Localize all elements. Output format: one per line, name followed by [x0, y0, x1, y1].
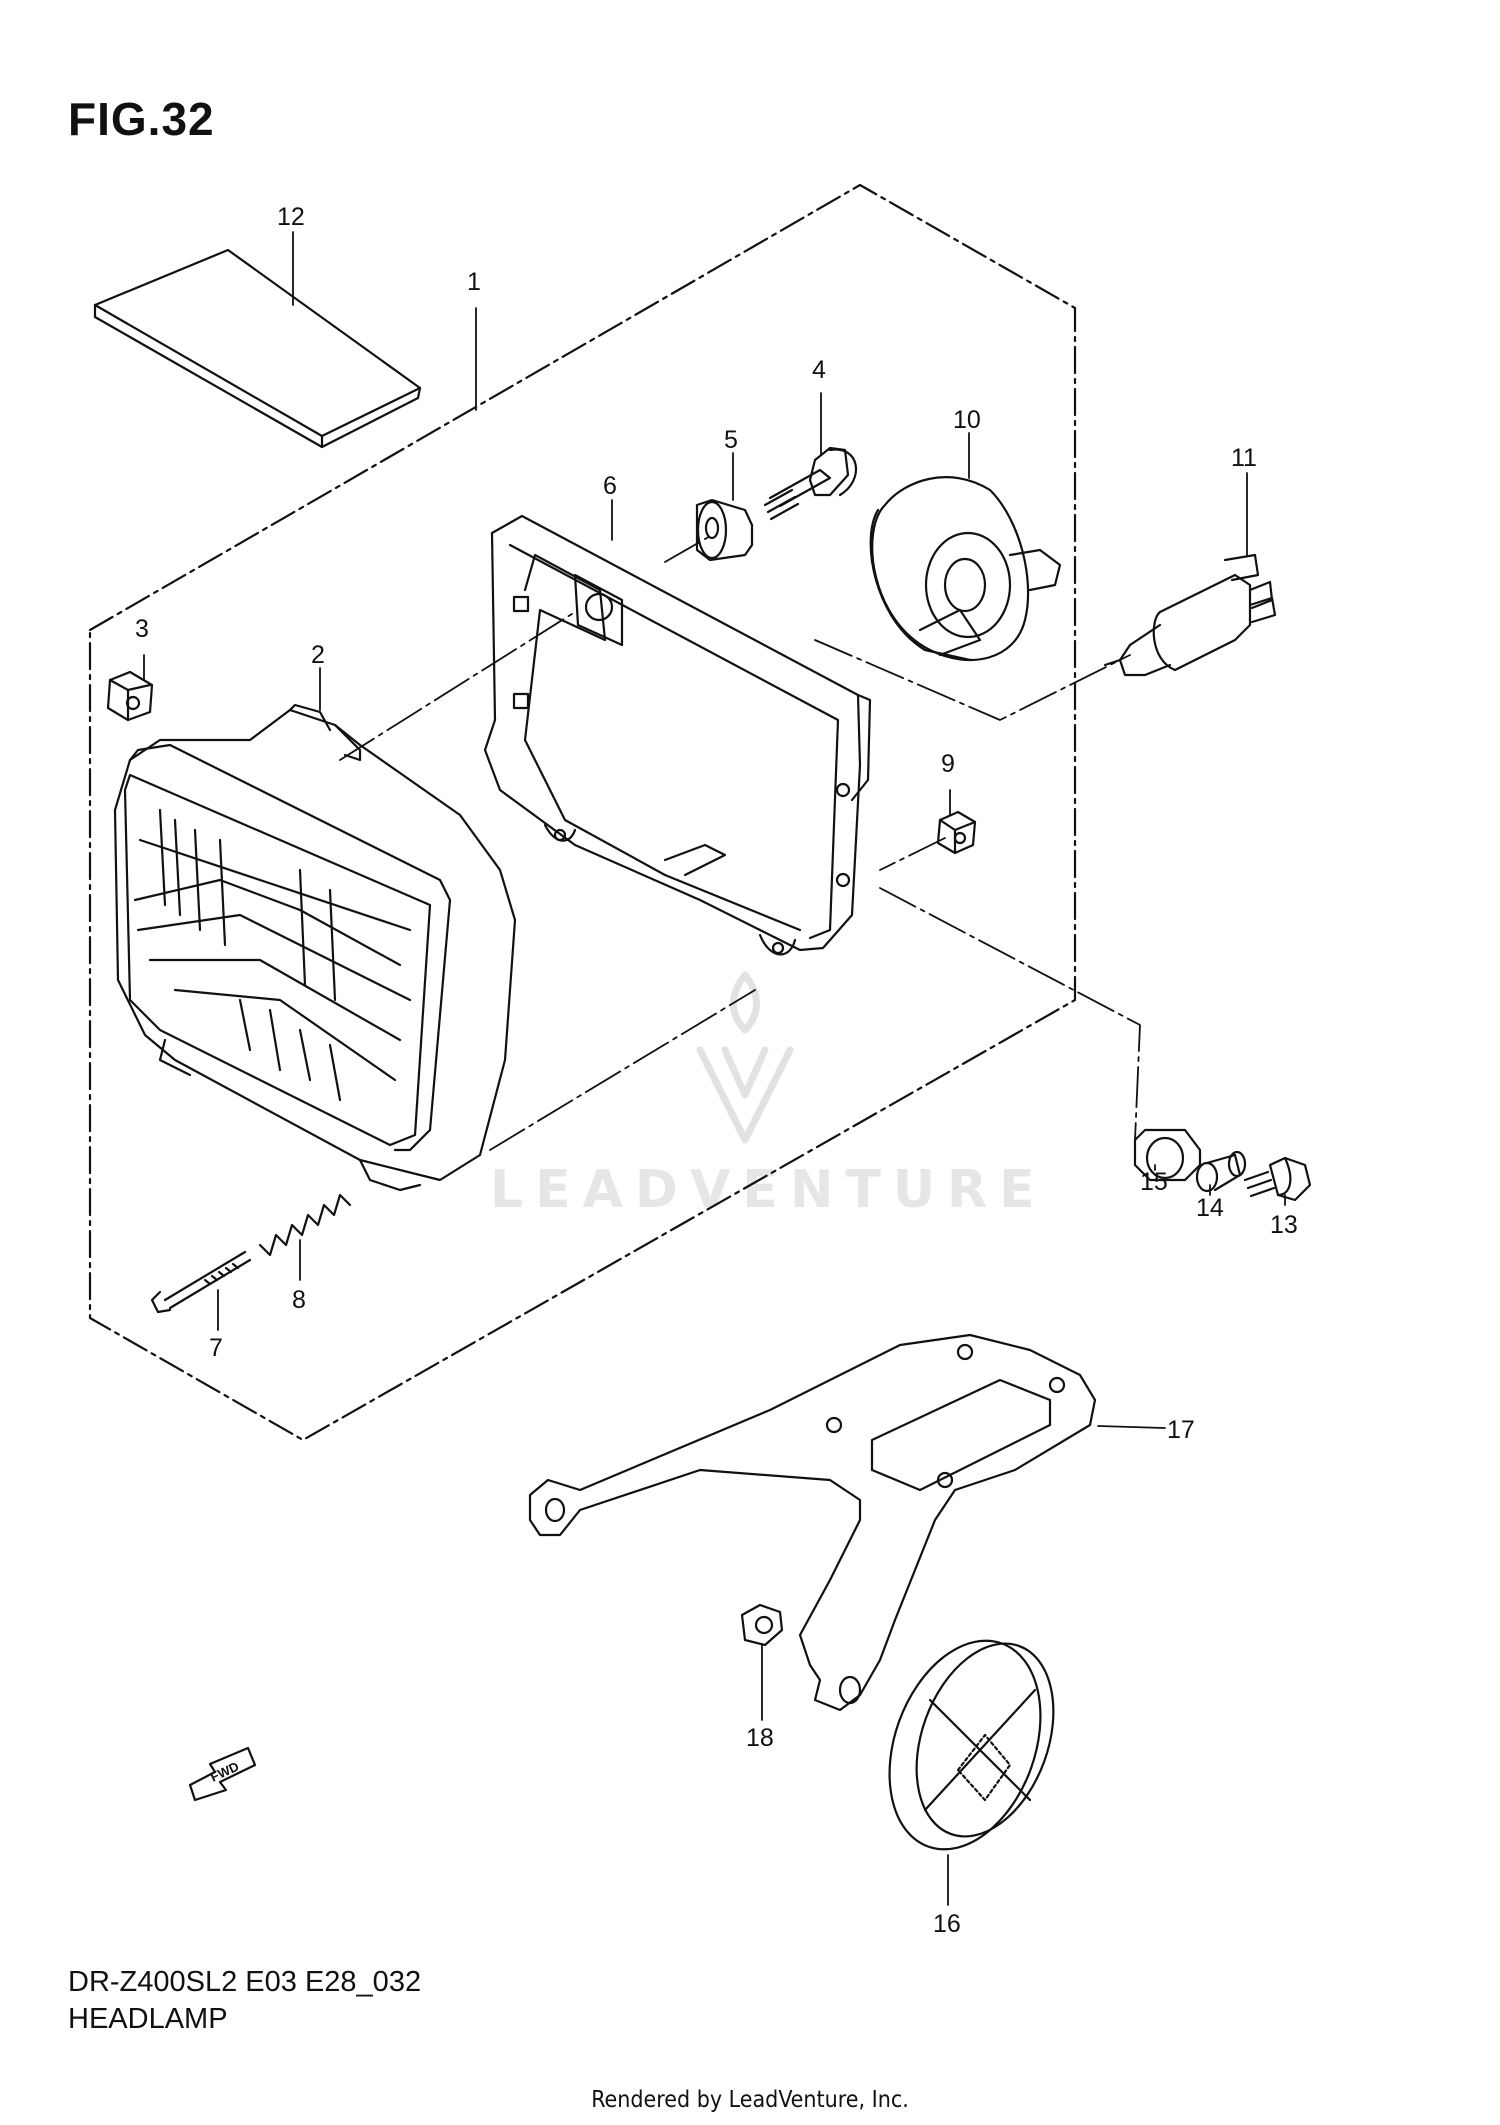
part-4-screw: [763, 446, 858, 521]
assembly-boundary: [88, 183, 1077, 1442]
part-8-spring: [258, 1193, 352, 1257]
model-code: DR-Z400SL2 E03 E28_032: [68, 1966, 422, 1998]
callout-2: 2: [311, 641, 325, 669]
connection-lines: [339, 534, 1141, 1151]
callout-numbers: 1 2 3 4 5 6 7 8 9 10 11 12 13 14 15 16 1…: [135, 203, 1298, 1938]
callout-12: 12: [277, 203, 305, 231]
part-13-bolt: [1243, 1156, 1312, 1202]
watermark-emblem: [696, 971, 794, 1144]
callout-9: 9: [941, 750, 955, 778]
callout-3: 3: [135, 615, 149, 643]
part-16-reflector: [888, 1639, 1055, 1851]
part-5-grommet: [695, 498, 754, 562]
render-credit: Rendered by LeadVenture, Inc.: [591, 2087, 909, 2113]
callout-14: 14: [1196, 1194, 1224, 1222]
callout-5: 5: [724, 426, 738, 454]
callout-17: 17: [1167, 1416, 1195, 1444]
figure-title: FIG.32: [68, 93, 215, 145]
part-7-adjuster-screw: [150, 1250, 252, 1314]
callout-11: 11: [1231, 444, 1257, 472]
part-3-clip-nut: [106, 670, 154, 722]
part-17-bracket: [528, 1333, 1097, 1712]
callout-leaders: [143, 231, 1286, 1906]
section-name: HEADLAMP: [68, 2003, 228, 2035]
callout-8: 8: [292, 1286, 306, 1314]
callout-15: 15: [1140, 1168, 1168, 1196]
watermark-logo: LEADVENTURE: [490, 1160, 1047, 1220]
part-14-collar: [1195, 1150, 1247, 1193]
part-2-headlamp-unit: [113, 703, 517, 1192]
fwd-arrow-icon: FWD: [188, 1746, 257, 1802]
callout-18: 18: [746, 1724, 774, 1752]
callout-13: 13: [1270, 1211, 1298, 1239]
part-11-bulb: [1103, 553, 1277, 677]
part-18-nut: [740, 1603, 784, 1647]
part-10-socket-cover: [869, 476, 1062, 662]
callout-1: 1: [467, 268, 481, 296]
callout-4: 4: [812, 356, 826, 384]
callout-16: 16: [933, 1910, 961, 1938]
callout-10: 10: [953, 406, 981, 434]
part-6-headlamp-case: [483, 514, 872, 956]
callout-6: 6: [603, 472, 617, 500]
part-12-label-plate: [93, 248, 422, 449]
callout-7: 7: [209, 1334, 223, 1362]
part-15-grommet: [1133, 1128, 1202, 1182]
part-9-clip-nut: [936, 810, 977, 855]
